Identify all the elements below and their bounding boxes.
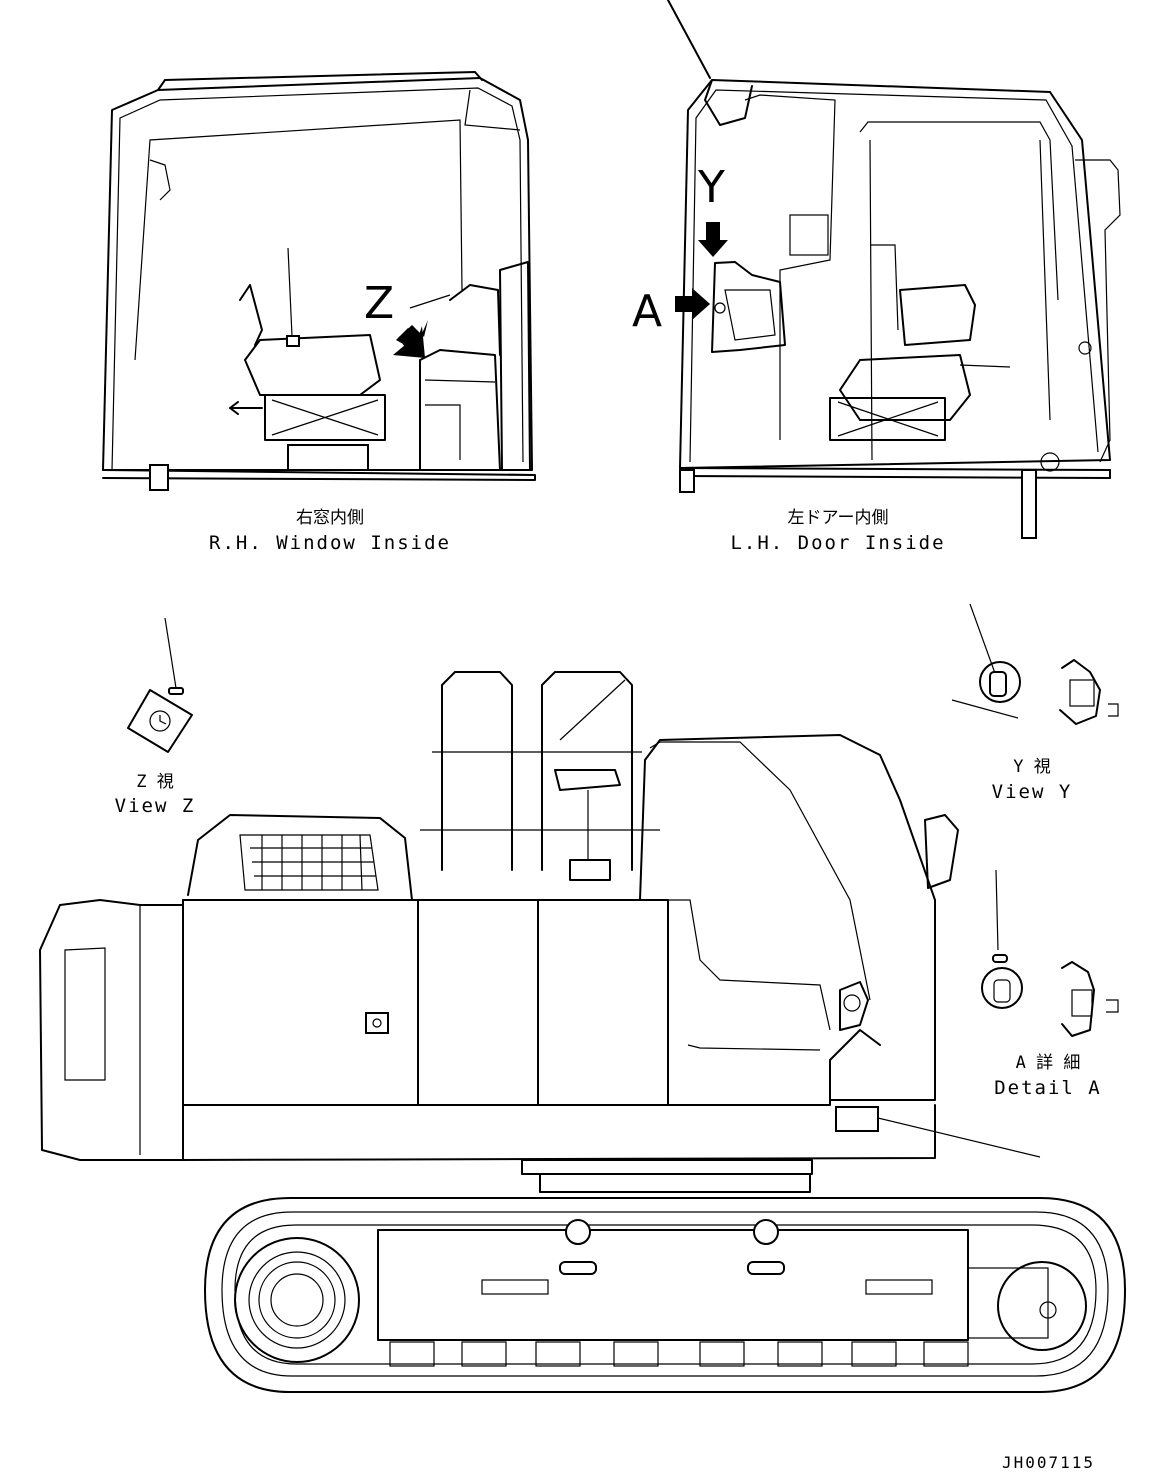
lh-door-inside-view (667, 0, 1121, 539)
view-marker-z: Z (364, 278, 394, 329)
detail-a-caption-en: Detail A (994, 1077, 1102, 1099)
view-z-caption-jp: Z 視 (136, 772, 173, 792)
rh-window-caption-jp: 右窓内側 (296, 508, 364, 528)
view-y-caption-jp: Y 視 (1013, 757, 1050, 777)
track-rollers (389, 1341, 969, 1367)
drawing-number: JH007115 (1002, 1453, 1095, 1472)
hood-grille (239, 834, 379, 891)
guardrails (420, 671, 660, 871)
rh-window-caption-en: R.H. Window Inside (209, 532, 451, 554)
lh-door-caption-jp: 左ドアー内側 (788, 508, 889, 528)
view-y-detail (951, 603, 1119, 725)
lh-door-caption-en: L.H. Door Inside (730, 532, 945, 554)
detail-marker-a: A (632, 286, 662, 337)
undercarriage-track (204, 1197, 1126, 1393)
detail-a-detail (981, 869, 1119, 1037)
detail-a-caption-jp: A 詳 細 (1016, 1053, 1081, 1073)
view-y-caption-en: View Y (992, 781, 1073, 803)
view-z-caption-en: View Z (115, 795, 196, 817)
view-z-detail (127, 617, 193, 753)
view-marker-y: Y (697, 162, 725, 213)
rh-window-inside-view (102, 71, 536, 491)
excavator-side-view (39, 671, 1041, 1193)
